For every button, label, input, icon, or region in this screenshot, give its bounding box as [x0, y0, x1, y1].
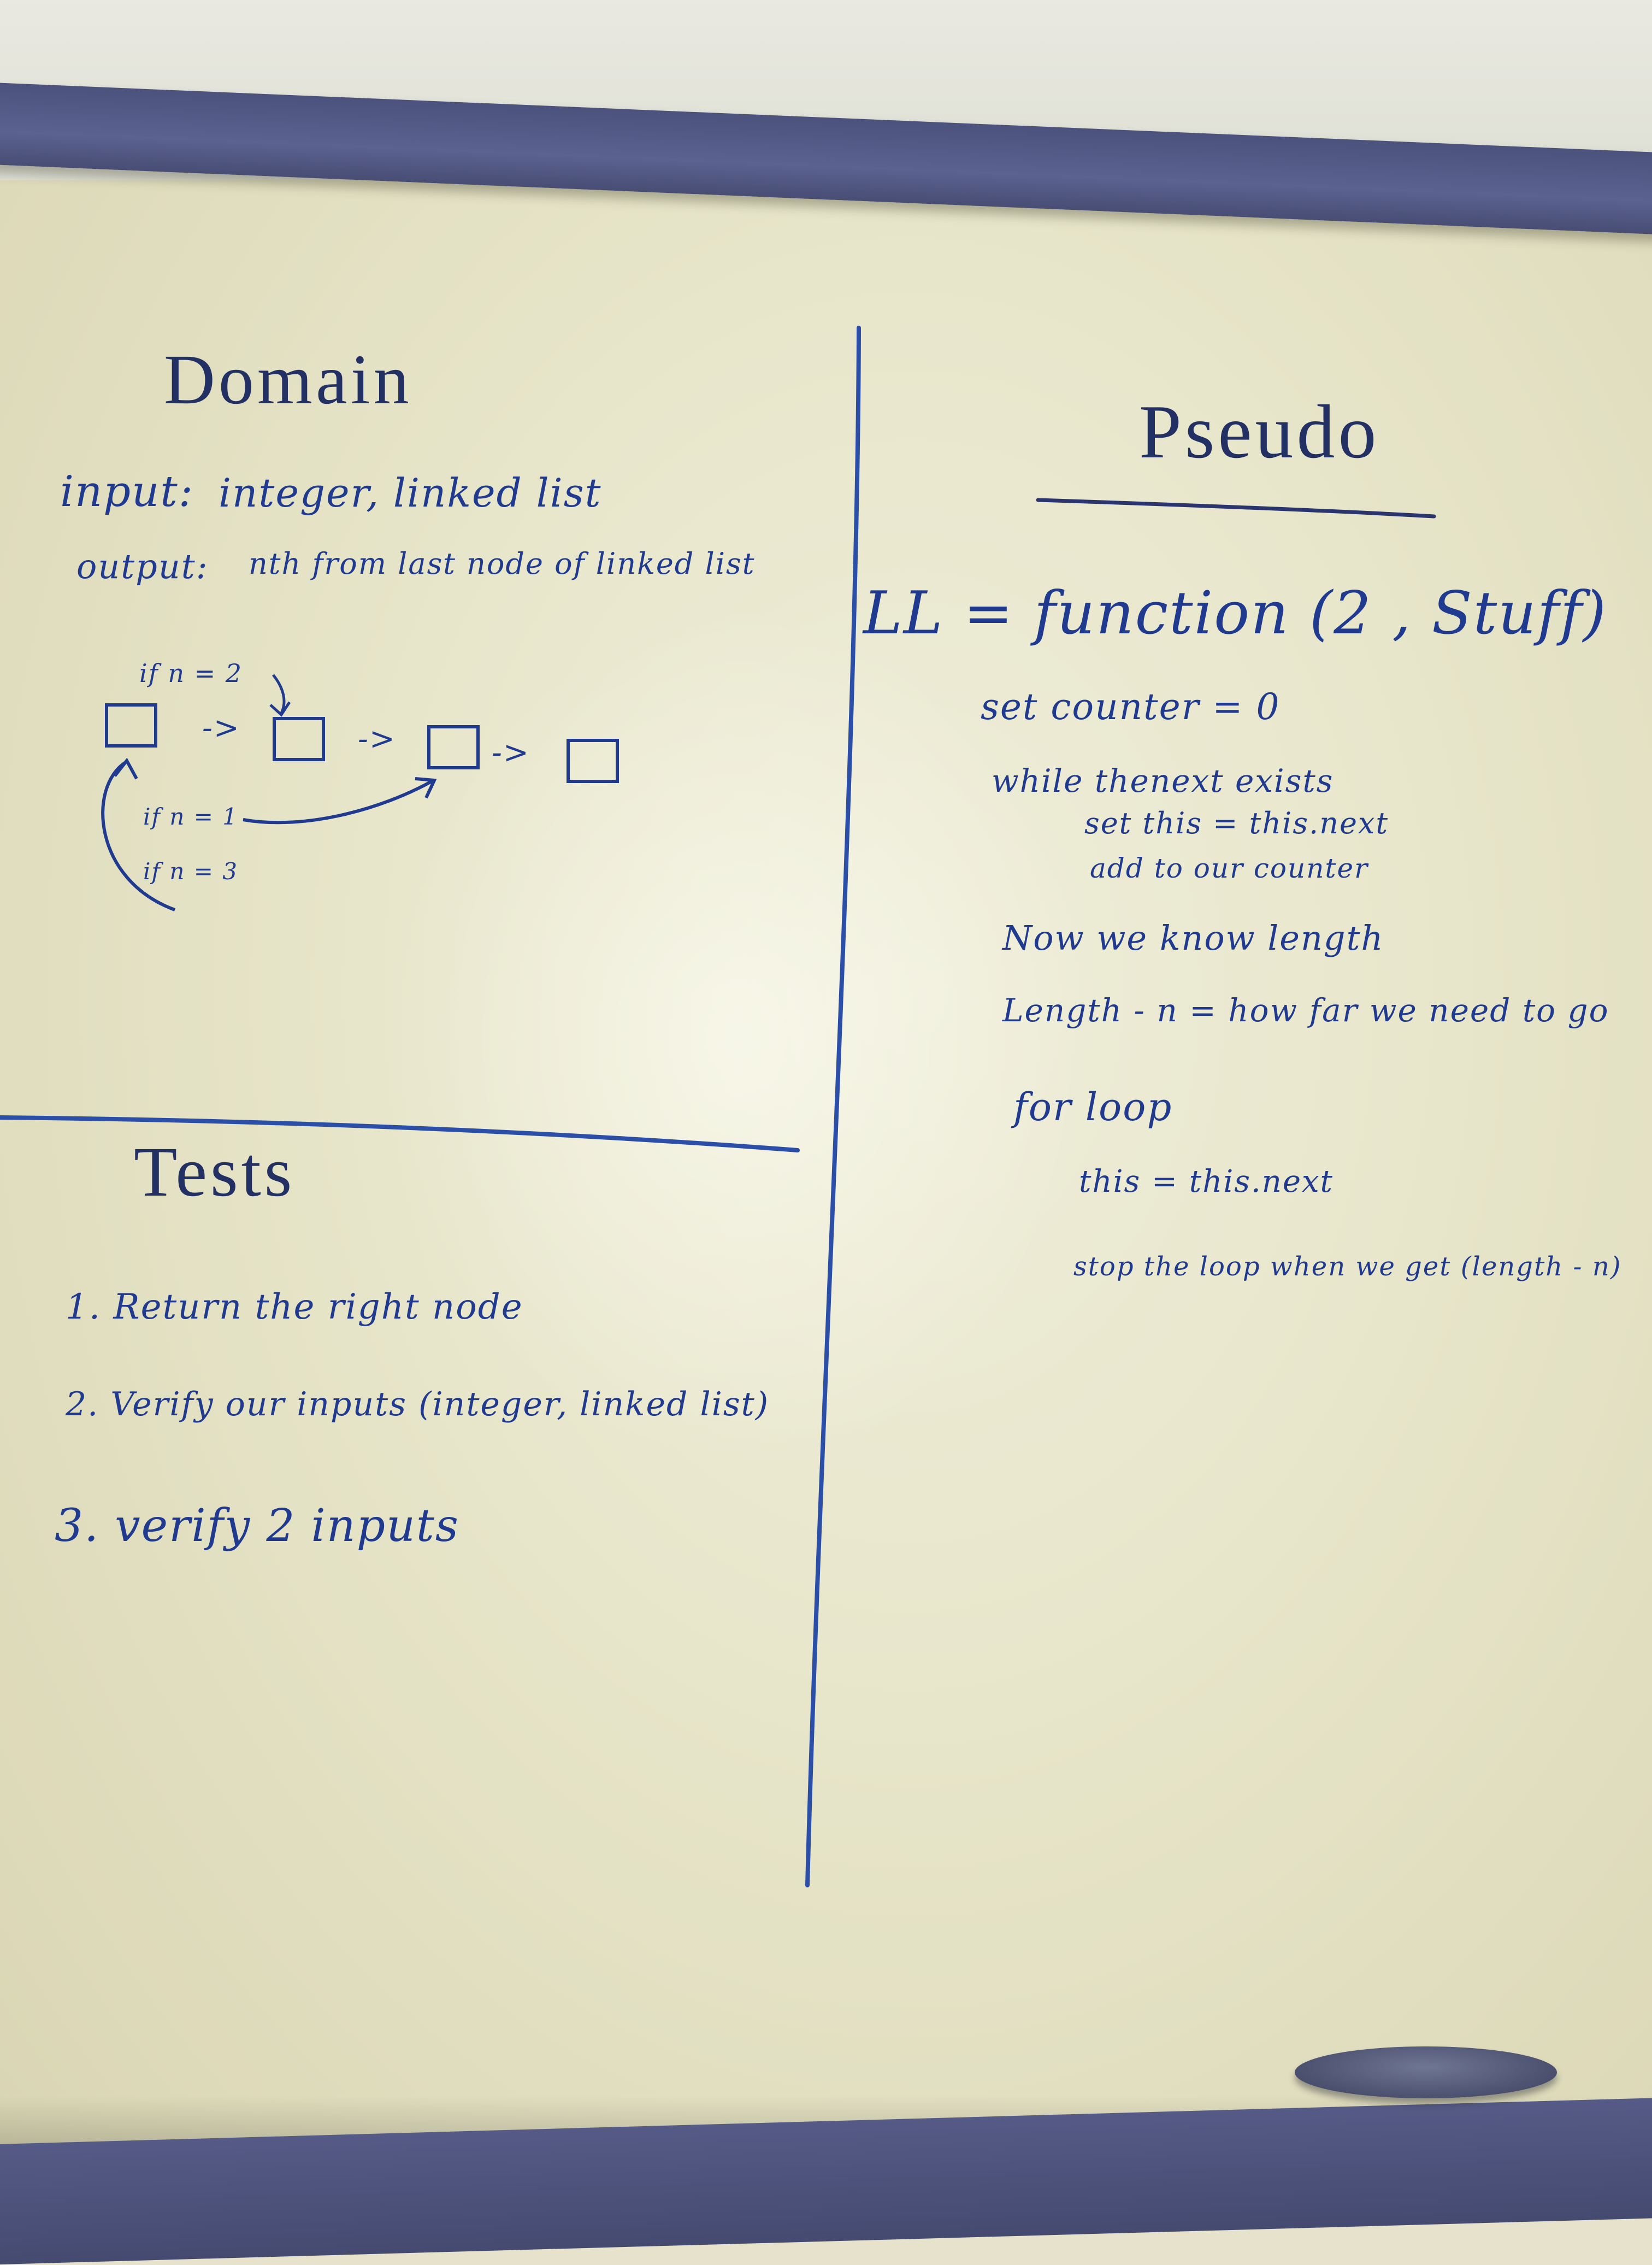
pseudo-line-5: add to our counter: [1090, 852, 1368, 884]
tests-heading: Tests: [134, 1133, 296, 1211]
pseudo-line-9: this = this.next: [1079, 1164, 1334, 1199]
list-node-2: [273, 717, 325, 761]
pseudo-line-8: for loop: [1013, 1085, 1173, 1129]
arrow-3: ->: [492, 735, 530, 770]
list-node-3: [427, 725, 480, 769]
board-drawings: [0, 326, 1436, 1887]
list-node-1: [105, 703, 157, 748]
if-n-3-label: if n = 3: [143, 858, 238, 885]
if-n-1-label: if n = 1: [143, 803, 238, 830]
if-n-2-label: if n = 2: [139, 658, 243, 688]
jump-arrow: [243, 777, 437, 825]
horizontal-divider: [0, 1115, 800, 1152]
pseudo-underline: [1036, 498, 1436, 519]
pseudo-line-2: set counter = 0: [981, 686, 1281, 728]
pointer-arrow: [269, 674, 291, 717]
pseudo-heading: Pseudo: [1139, 390, 1380, 474]
pseudo-line-1: LL = function (2 , Stuff): [863, 579, 1607, 648]
arrow-1: ->: [202, 710, 240, 746]
vertical-divider: [805, 326, 861, 1887]
output-label: output:: [76, 546, 209, 586]
test-item-2: 2. Verify our inputs (integer, linked li…: [66, 1385, 770, 1423]
list-node-4: [567, 739, 619, 783]
pseudo-line-7: Length - n = how far we need to go: [1002, 992, 1609, 1029]
output-value: nth from last node of linked list: [249, 546, 756, 581]
domain-heading: Domain: [164, 340, 412, 419]
pseudo-line-3: while thenext exists: [992, 762, 1334, 799]
loop-arrow: [101, 757, 176, 911]
input-value: integer, linked list: [219, 470, 602, 516]
pseudo-line-6: Now we know length: [1002, 918, 1384, 958]
input-label: input:: [60, 467, 194, 516]
test-item-1: 1. Return the right node: [66, 1287, 523, 1327]
pseudo-line-4: set this = this.next: [1084, 806, 1389, 840]
arrow-2: ->: [358, 721, 396, 757]
pseudo-line-10: stop the loop when we get (length - n): [1073, 1251, 1622, 1282]
test-item-3: 3. verify 2 inputs: [55, 1500, 459, 1552]
eraser: [1295, 2046, 1557, 2098]
